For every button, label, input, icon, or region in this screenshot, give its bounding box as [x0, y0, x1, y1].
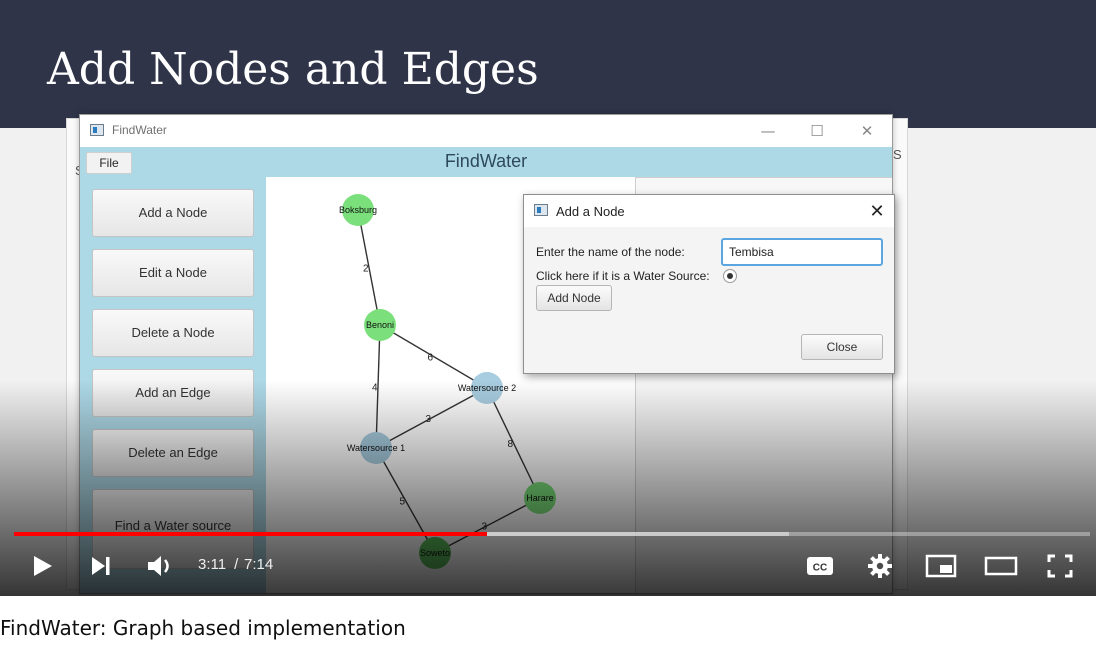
- graph-node-benoni[interactable]: [364, 309, 396, 341]
- edge-weight-label: 2: [363, 264, 369, 275]
- captions-label: CC: [813, 563, 827, 574]
- delete-edge-button[interactable]: Delete an Edge: [92, 429, 254, 477]
- edge-benoni-watersource-2: [379, 324, 488, 389]
- graph-node-label: Watersource 1: [347, 443, 405, 453]
- add-node-button[interactable]: Add a Node: [92, 189, 254, 237]
- edge-weight-label: 5: [400, 497, 406, 508]
- dialog-title: Add a Node: [556, 204, 625, 219]
- app-heading: FindWater: [444, 151, 528, 171]
- dialog-titlebar: Add a Node ✕: [524, 195, 894, 227]
- time-total: 7:14: [244, 556, 274, 573]
- edge-weight-label: 4: [372, 383, 378, 394]
- slide-header: Add Nodes and Edges: [0, 0, 1096, 128]
- water-source-label: Click here if it is a Water Source:: [536, 269, 710, 283]
- window-titlebar: FindWater — ☐ ✕: [80, 115, 892, 147]
- menu-file[interactable]: File: [86, 152, 132, 174]
- dialog-app-icon: [534, 204, 548, 216]
- graph-node-label: Harare: [526, 493, 554, 503]
- node-name-label: Enter the name of the node:: [536, 245, 685, 259]
- graph-node-label: Benoni: [366, 320, 394, 330]
- edit-node-button[interactable]: Edit a Node: [92, 249, 254, 297]
- edge-boksburg-benoni: [357, 209, 381, 326]
- video-title: FindWater: Graph based implementation: [0, 616, 406, 640]
- time-current: 3:11: [198, 556, 227, 573]
- background-app-letter-right: S: [893, 147, 902, 162]
- delete-node-button[interactable]: Delete a Node: [92, 309, 254, 357]
- add-edge-button[interactable]: Add an Edge: [92, 369, 254, 417]
- time-separator: /: [230, 556, 243, 573]
- add-node-dialog: Add a Node ✕ Enter the name of the node:…: [523, 194, 895, 374]
- progress-played: [14, 532, 488, 536]
- sidebar: Add a Node Edit a Node Delete a Node Add…: [80, 177, 266, 593]
- play-icon[interactable]: [26, 548, 60, 584]
- graph-node-label: Soweto: [420, 548, 450, 558]
- app-icon: [90, 124, 104, 136]
- graph-node-label: Watersource 2: [458, 383, 516, 393]
- window-title: FindWater: [112, 123, 167, 137]
- graph-node-label: Boksburg: [339, 205, 377, 215]
- settings-icon[interactable]: [862, 548, 898, 584]
- edge-watersource-1-watersource-2: [375, 387, 488, 449]
- menubar: FindWater File: [80, 147, 892, 177]
- edge-watersource-2-harare: [486, 387, 541, 499]
- edge-watersource-1-soweto: [375, 447, 436, 554]
- theater-icon[interactable]: [982, 548, 1020, 584]
- maximize-icon[interactable]: ☐: [810, 122, 824, 140]
- slide-title: Add Nodes and Edges: [47, 44, 539, 95]
- edge-soweto-harare: [434, 497, 541, 554]
- graph-node-boksburg[interactable]: [342, 194, 374, 226]
- edge-weight-label: 3: [426, 414, 432, 425]
- captions-icon[interactable]: CC: [802, 548, 838, 584]
- edge-weight-label: 6: [428, 353, 434, 364]
- next-icon[interactable]: [84, 548, 118, 584]
- progress-bar[interactable]: [14, 532, 1090, 536]
- miniplayer-icon[interactable]: [922, 548, 960, 584]
- add-node-submit-button[interactable]: Add Node: [536, 285, 612, 311]
- dialog-close-button[interactable]: Close: [801, 334, 883, 360]
- node-name-input[interactable]: [721, 238, 883, 266]
- volume-icon[interactable]: [142, 548, 178, 584]
- dialog-close-icon[interactable]: ✕: [869, 201, 885, 221]
- edge-weight-label: 8: [508, 439, 514, 450]
- edge-weight-label: 3: [482, 522, 488, 533]
- video-player[interactable]: Add Nodes and Edges S S FindWater — ☐ ✕ …: [0, 0, 1096, 596]
- minimize-icon[interactable]: —: [760, 122, 776, 140]
- fullscreen-icon[interactable]: [1042, 548, 1078, 584]
- water-source-radio[interactable]: [723, 269, 737, 283]
- close-icon[interactable]: ✕: [860, 122, 874, 140]
